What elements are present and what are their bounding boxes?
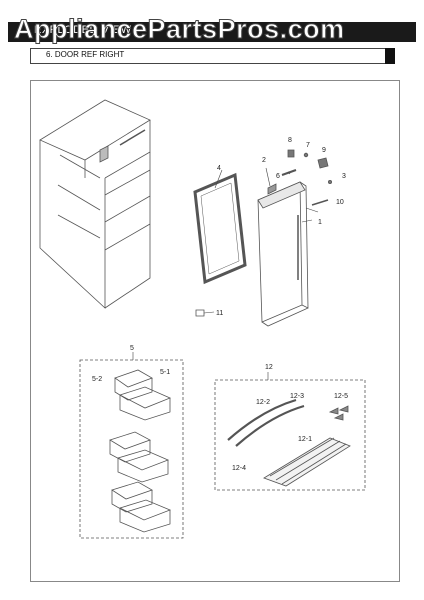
callout-5-2: 5-2 — [92, 376, 102, 383]
callout-11: 11 — [216, 310, 223, 317]
callout-6: 6 — [276, 173, 280, 180]
watermark: AppliancePartsPros.com — [14, 14, 345, 45]
callout-12-2: 12-2 — [256, 399, 270, 406]
callout-4: 4 — [217, 165, 221, 172]
sub-title: 6. DOOR REF RIGHT — [46, 50, 125, 59]
small-parts — [195, 149, 332, 317]
header-bar — [8, 22, 416, 42]
callout-2: 2 — [262, 157, 266, 164]
handle-parts-12 — [227, 398, 351, 487]
callout-5-1: 5-1 — [160, 369, 170, 376]
subheader-accent — [385, 48, 395, 64]
handle-group-box — [214, 379, 366, 491]
callout-12-5: 12-5 — [334, 393, 348, 400]
gasket-part-4 — [193, 172, 247, 285]
callout-12: 12 — [265, 364, 273, 371]
callout-5: 5 — [130, 345, 134, 352]
callout-3: 3 — [342, 173, 346, 180]
callout-10: 10 — [336, 199, 344, 206]
bins-group-box — [79, 359, 184, 539]
callout-12-3: 12-3 — [290, 393, 304, 400]
diagram-frame — [30, 80, 400, 582]
callout-12-4: 12-4 — [232, 465, 246, 472]
cabinet-drawing — [39, 99, 151, 309]
door-part-1 — [257, 181, 309, 327]
callout-12-1: 12-1 — [298, 436, 312, 443]
callout-9: 9 — [322, 147, 326, 154]
callout-1: 1 — [318, 219, 322, 226]
section-title: EXPLODED VIEW — [34, 24, 132, 36]
callout-8: 8 — [288, 137, 292, 144]
door-bins-part-5 — [109, 369, 172, 533]
callout-7: 7 — [306, 142, 310, 149]
